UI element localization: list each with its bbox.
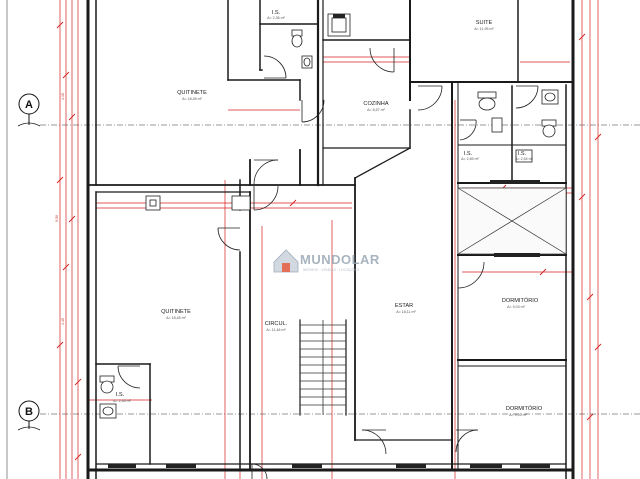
walls [86, 0, 575, 479]
room-label-circul: CIRCUL. [265, 321, 288, 327]
door-is-top [263, 55, 287, 79]
axis-marker-b: B [17, 400, 41, 431]
room-area-dormitorio-2: A= 9,03 m² [509, 413, 527, 417]
dimension-texts: 9,50 4,15 4,45 [55, 93, 65, 325]
doors [117, 47, 539, 479]
dim-left-total: 9,50 [55, 215, 59, 222]
door-is-mid-right [515, 85, 539, 109]
room-area-is-top: A= 2,36 m² [267, 16, 285, 20]
sink-icon-is-mid [515, 149, 533, 163]
room-label-quitinete-bottom: QUITINETE [161, 309, 191, 315]
room-labels: QUITINETE A= 18,45 m² I.S. A= 2,36 m² SU… [113, 10, 543, 417]
room-label-estar: ESTAR [395, 303, 413, 309]
windows [108, 14, 550, 468]
room-area-is-mid-left: A= 2,89 m² [461, 157, 479, 161]
room-label-suite: SUITE [476, 20, 493, 26]
room-area-suite: A= 11,95 m² [474, 27, 494, 31]
dim-left-upper: 4,15 [61, 93, 65, 100]
sink-icon-is-bottom [99, 403, 117, 419]
toilet-icon-is-top [291, 29, 303, 48]
sink-icon-suite [491, 117, 503, 133]
room-label-quitinete-top: QUITINETE [177, 90, 207, 96]
room-label-dormitorio-2: DORMITÓRIO [506, 405, 543, 412]
room-area-quitinete-bottom: A= 18,45 m² [166, 316, 186, 320]
door-suite [417, 85, 443, 111]
door-entry-bottom [251, 463, 268, 479]
room-label-is-mid-right: I.S. [518, 151, 527, 157]
door-dormitorio-1 [457, 261, 485, 289]
room-area-quitinete-top: A= 18,45 m² [182, 97, 202, 101]
room-label-is-top: I.S. [272, 10, 281, 16]
room-label-dormitorio-1: DORMITÓRIO [502, 297, 539, 304]
staircase [300, 320, 346, 415]
room-area-dormitorio-1: A= 9,03 m² [507, 305, 525, 309]
sink-icon-cozinha [327, 13, 351, 37]
room-area-cozinha: A= 8,57 m² [367, 108, 385, 112]
house-logo-icon [273, 249, 299, 273]
door-circul [253, 159, 279, 185]
door-estar [361, 429, 387, 455]
sink-icon-is-right [541, 89, 559, 105]
sink-icon-is-top [301, 55, 313, 69]
toilet-icon-suite [477, 91, 497, 111]
watermark: MUNDOLAR IMÓVEIS · VENDAS · LOCAÇÕES [273, 249, 380, 273]
fixtures [99, 13, 559, 419]
watermark-tagline: IMÓVEIS · VENDAS · LOCAÇÕES [303, 267, 360, 272]
door-is-mid-left [459, 119, 477, 141]
axis-lines [40, 124, 640, 415]
axis-label-b: B [25, 406, 33, 418]
door-quitinete-bottom [217, 227, 241, 251]
toilet-icon-is-right [541, 119, 557, 138]
shaft-void [457, 187, 567, 255]
stove-icon-quitinete [145, 195, 161, 211]
door-quitinete-top [301, 99, 325, 123]
axis-marker-a: A [17, 93, 41, 127]
door-is-bottom [117, 365, 141, 389]
sink-icon-quitinete-bottom [231, 195, 251, 211]
watermark-brand: MUNDOLAR [300, 252, 380, 267]
room-area-is-mid-right: A= 2,54 m² [515, 157, 533, 161]
door-circul-right [253, 185, 279, 211]
room-label-cozinha: COZINHA [363, 101, 388, 107]
door-dormitorio-2 [455, 429, 479, 453]
toilet-icon-is-bottom [99, 375, 115, 394]
axis-label-a: A [25, 99, 33, 111]
room-label-is-mid-left: I.S. [464, 151, 473, 157]
room-area-estar: A= 18,11 m² [396, 310, 416, 314]
room-label-is-bottom: I.S. [116, 392, 125, 398]
room-area-circul: A= 11,46 m² [266, 328, 286, 332]
room-area-is-bottom: A= 2,46 m² [113, 399, 131, 403]
door-cozinha [369, 47, 395, 73]
dim-left-lower: 4,45 [61, 318, 65, 325]
